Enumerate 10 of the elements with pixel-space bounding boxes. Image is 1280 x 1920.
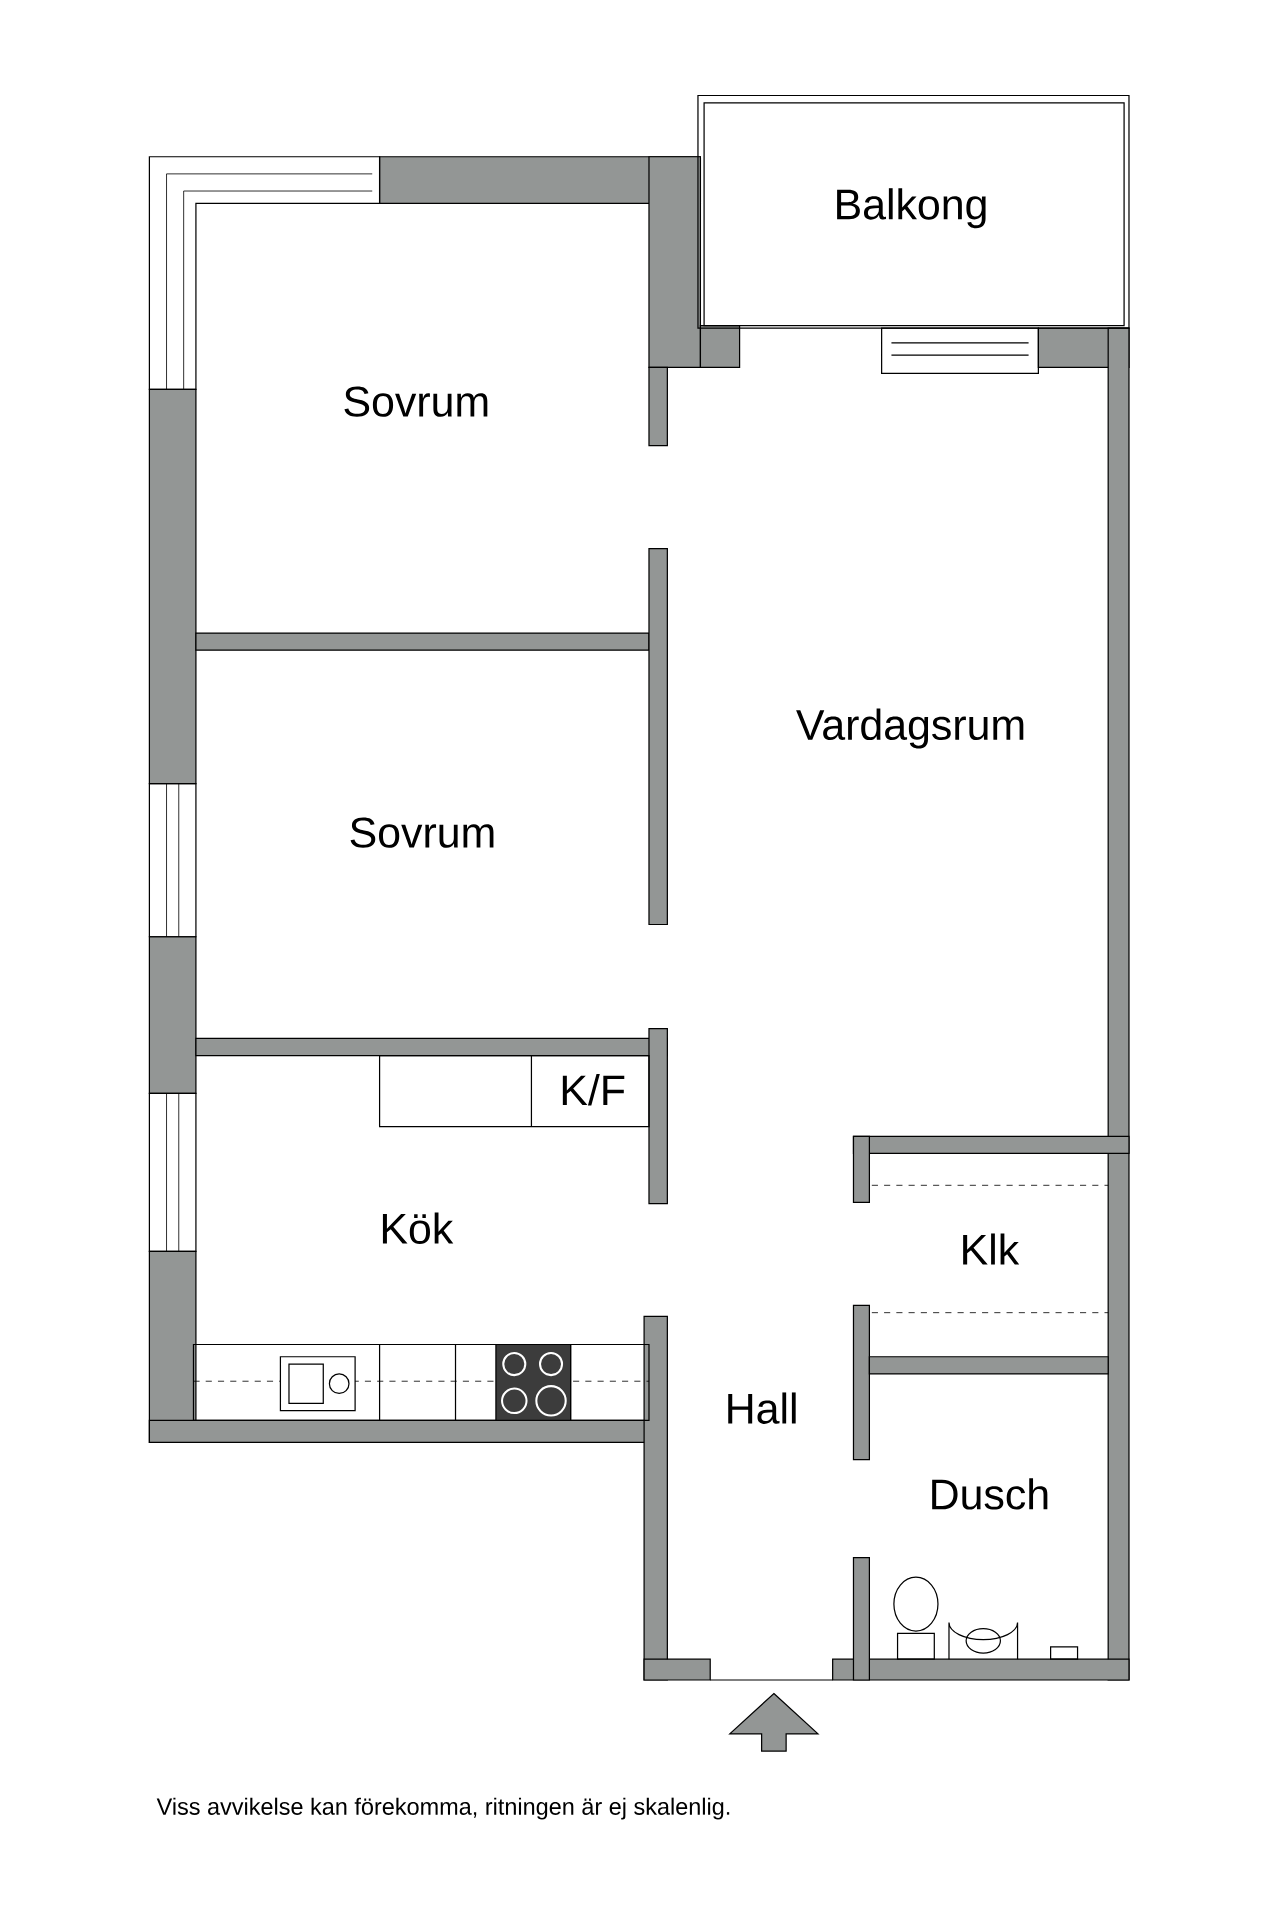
room-label: K/F — [563, 1074, 625, 1106]
room-label: Sovrum — [350, 817, 494, 848]
room-label: Hall — [728, 1392, 796, 1424]
room-label: Sovrum — [344, 386, 488, 417]
room-label: Dusch — [932, 1478, 1048, 1510]
room-label: Klk — [963, 1233, 1020, 1265]
caption: Viss avvikelse kan förekomma, ritningen är ej skalenlig. — [156, 1797, 730, 1820]
room-label: Kök — [383, 1212, 454, 1244]
room-label: Vardagsrum — [796, 708, 1024, 749]
room-label: Balkong — [837, 188, 986, 229]
